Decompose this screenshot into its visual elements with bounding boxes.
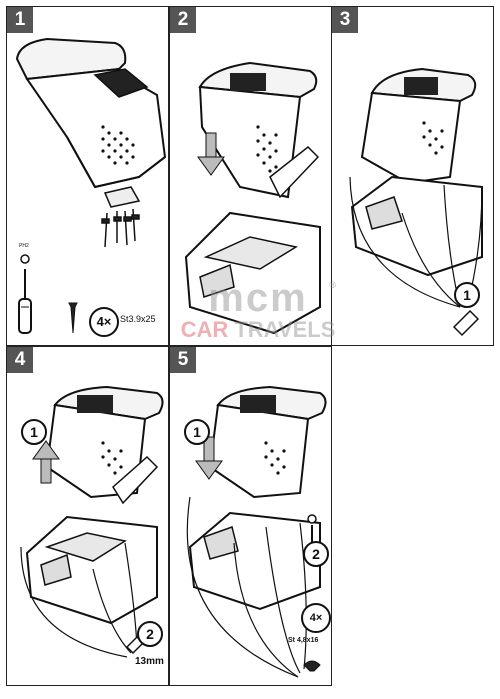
- screwdriver-icon: [18, 254, 32, 334]
- perforation-pattern: [101, 441, 123, 475]
- step-number: 2: [170, 7, 196, 33]
- arrow-up-icon: [32, 440, 60, 484]
- perforation-pattern: [101, 125, 135, 165]
- step-number: 3: [332, 7, 358, 33]
- step-4-panel: 4 1 2 13mm: [6, 346, 169, 686]
- hinge-mechanism: [404, 77, 438, 95]
- perforation-pattern: [264, 441, 286, 475]
- clip-tool-icon: [452, 309, 480, 337]
- screws-group: [101, 208, 140, 248]
- armrest-body: [208, 403, 310, 499]
- step-number: 1: [7, 7, 33, 33]
- armrest-lid: [15, 37, 127, 81]
- armrest-body: [198, 85, 302, 199]
- armrest-body: [360, 91, 462, 185]
- hinge-mechanism: [77, 395, 113, 413]
- hinge-mechanism: [93, 68, 149, 98]
- bracket-arm: [112, 455, 159, 505]
- screw-spec: St3.9x25: [120, 314, 156, 324]
- callout-2: 2: [303, 541, 329, 567]
- step-1-illustration: [15, 37, 167, 334]
- callout-1: 1: [184, 419, 210, 445]
- screw-icon: [303, 514, 321, 672]
- step-5-panel: 5 1 2 4× St 4,8x16: [169, 346, 332, 686]
- step-3-panel: 3 1: [331, 6, 494, 346]
- step-5-illustration: [186, 385, 327, 678]
- step-2-panel: 2: [169, 6, 332, 346]
- hinge-mechanism: [230, 73, 266, 91]
- screw-quantity: 4×: [89, 307, 119, 337]
- step-1-panel: 1 PH2 4× St3.9x25: [6, 6, 169, 346]
- mounting-bracket: [103, 186, 141, 208]
- screw-icon: [68, 302, 78, 334]
- callout-2: 2: [137, 621, 163, 647]
- step-number: 5: [170, 347, 196, 373]
- screw-quantity: 4×: [301, 603, 331, 633]
- hinge-mechanism: [240, 395, 276, 413]
- perforation-pattern: [256, 125, 278, 173]
- pointer-lines: [186, 496, 307, 678]
- callout-1: 1: [454, 282, 480, 308]
- callout-1: 1: [21, 419, 47, 445]
- arrow-down-icon: [197, 132, 225, 176]
- perforation-pattern: [422, 121, 444, 155]
- tool-label: PH2: [19, 243, 29, 249]
- screw-spec: St 4,8x16: [288, 637, 319, 644]
- step-number: 4: [7, 347, 33, 373]
- step-2-illustration: [184, 61, 321, 335]
- step-3-illustration: [349, 67, 483, 337]
- bracket-arm: [269, 145, 320, 199]
- center-console: [184, 211, 321, 335]
- wrench-size-label: 13mm: [135, 656, 164, 667]
